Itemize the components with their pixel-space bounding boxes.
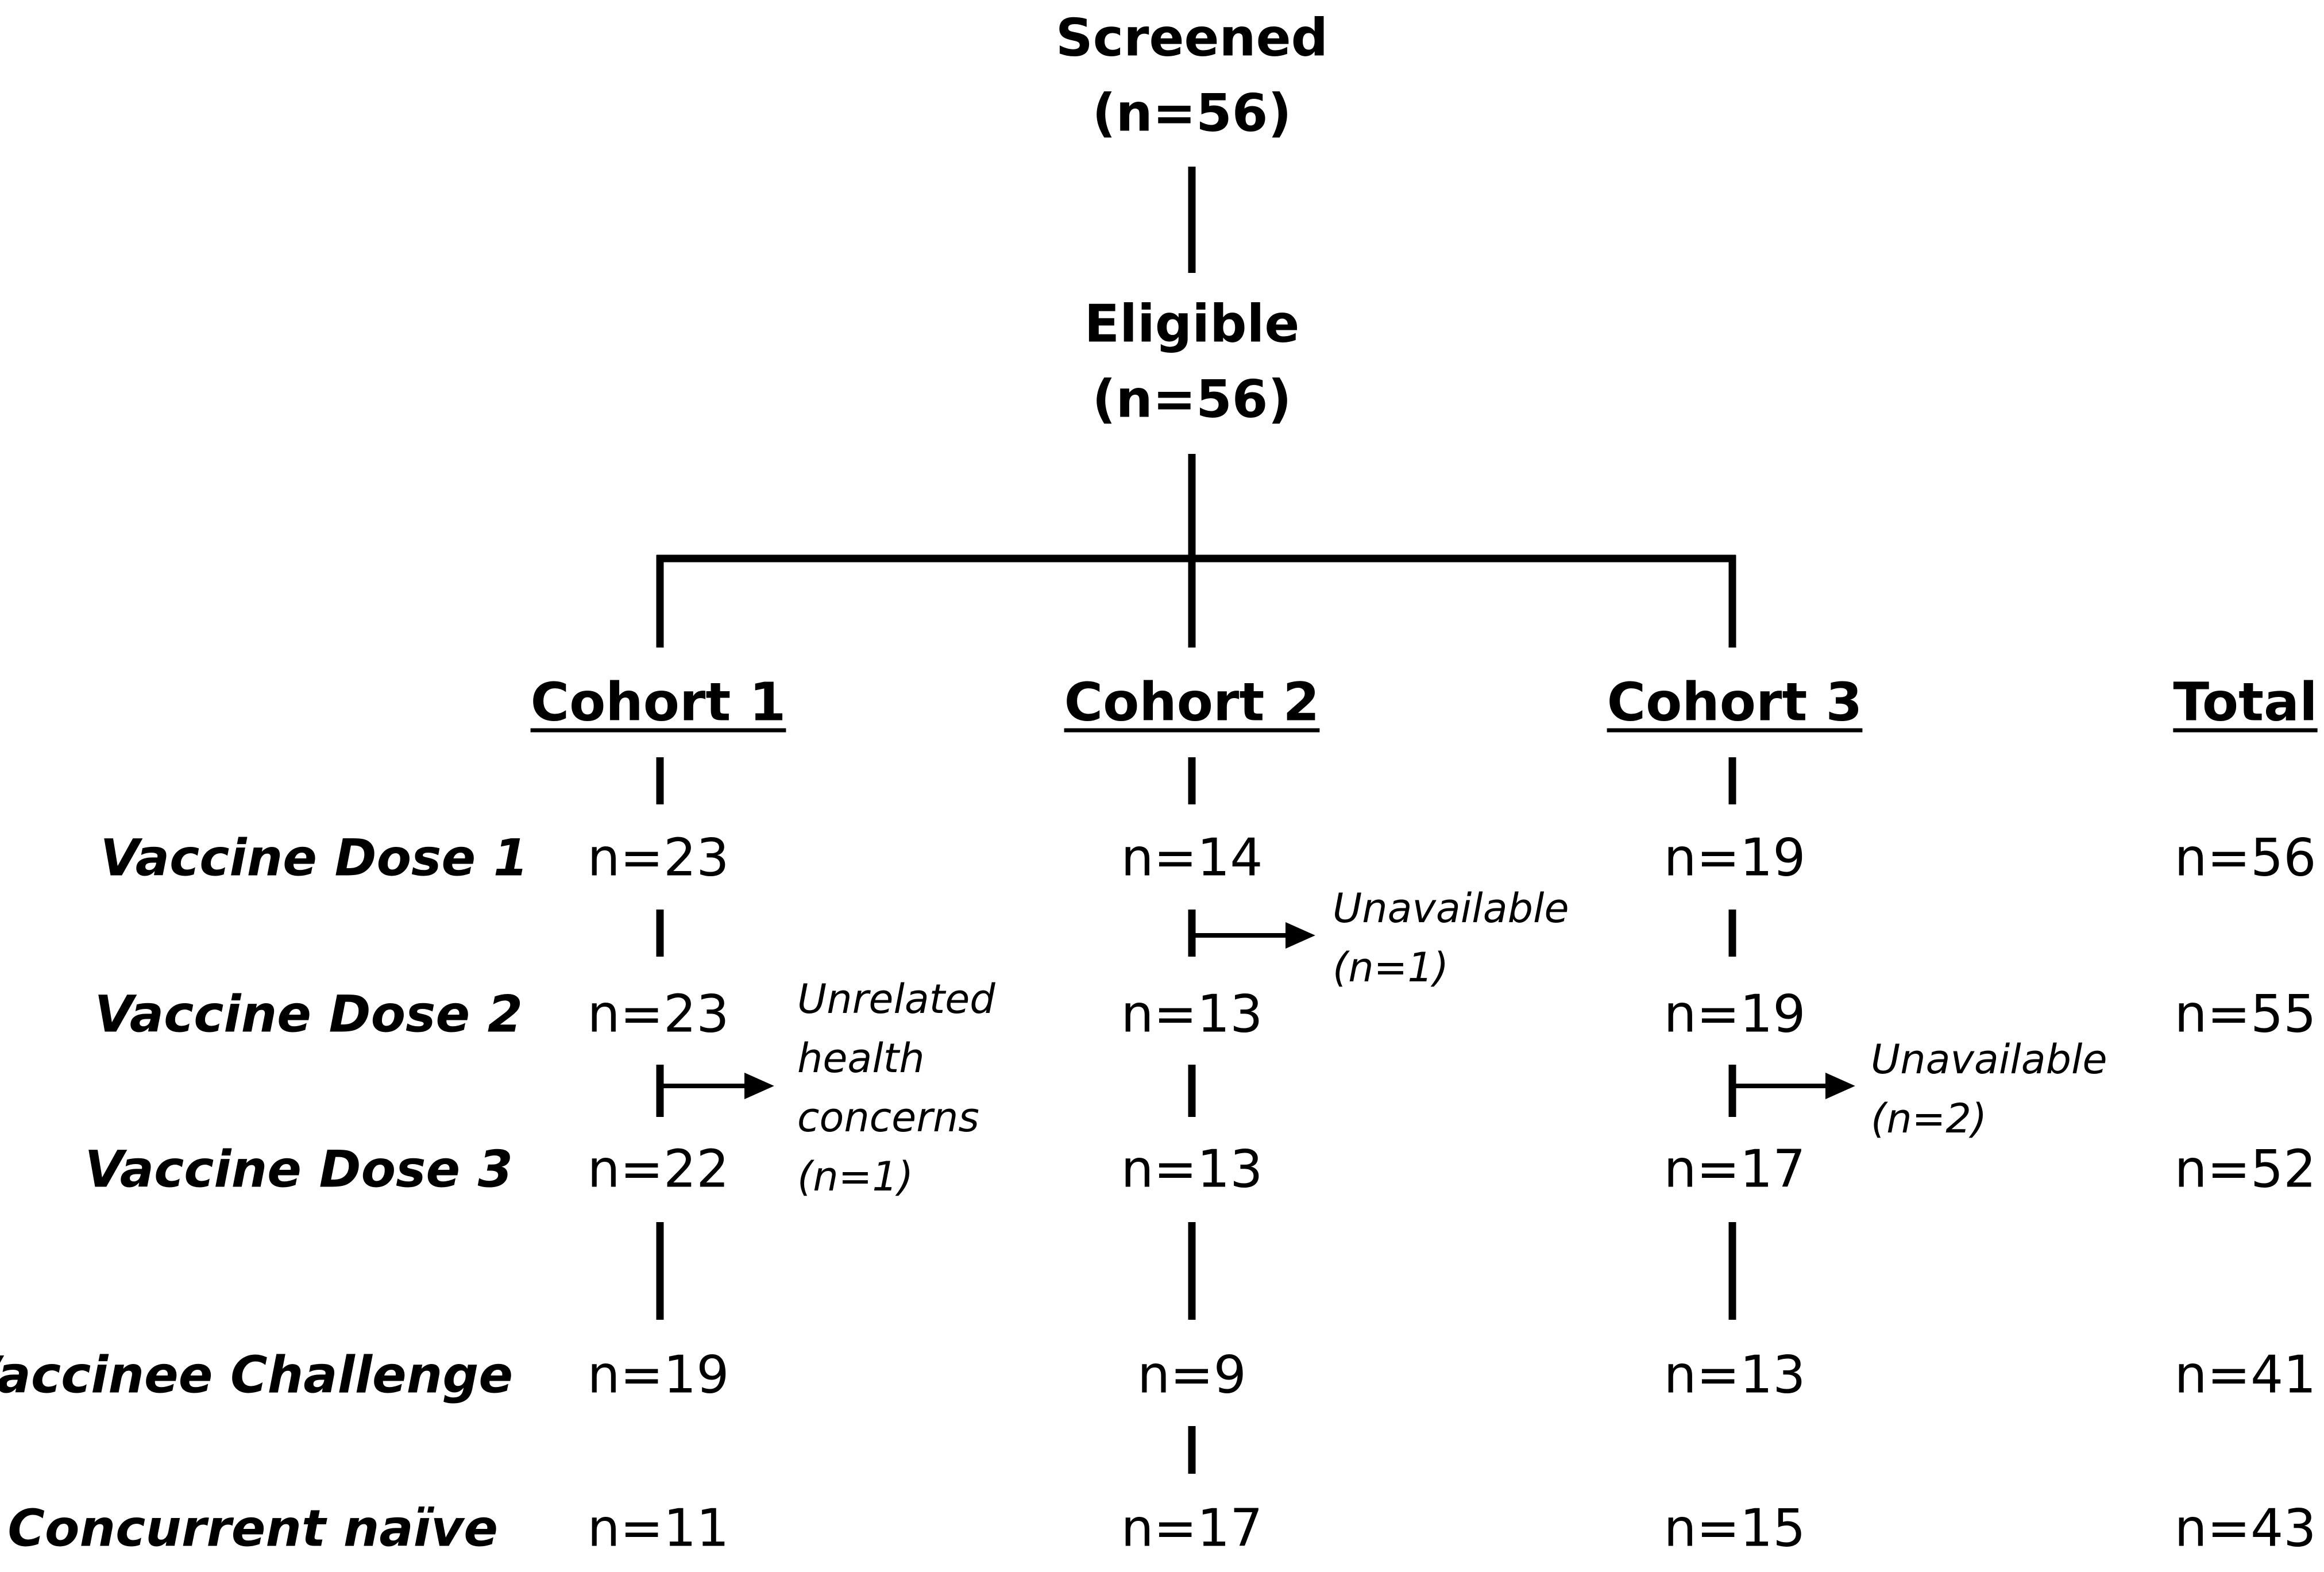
- row-label-dose-3: Vaccine Dose 3: [84, 1139, 513, 1199]
- value-challenge-cohort3: n=13: [1663, 1344, 1806, 1405]
- value-dose1-total: n=56: [2174, 827, 2317, 888]
- value-dose3-cohort3: n=17: [1663, 1139, 1806, 1200]
- screened-node: Screened (n=56): [1056, 1, 1328, 151]
- screened-count: (n=56): [1092, 83, 1292, 143]
- value-dose1-cohort3: n=19: [1663, 827, 1806, 888]
- value-challenge-total: n=41: [2174, 1344, 2317, 1405]
- row-label-challenge: Vaccinee Challenge: [0, 1345, 513, 1405]
- value-naive-cohort1: n=11: [587, 1498, 729, 1559]
- eligible-label: Eligible: [1084, 294, 1300, 355]
- row-label-dose-2: Vaccine Dose 2: [94, 984, 523, 1044]
- value-dose3-cohort2: n=13: [1121, 1139, 1263, 1200]
- value-dose2-cohort3: n=19: [1663, 984, 1806, 1045]
- value-dose3-total: n=52: [2174, 1139, 2317, 1200]
- exclusion-note-cohort3: Unavailable (n=2): [1871, 1030, 2107, 1149]
- value-dose3-cohort1: n=22: [587, 1139, 729, 1200]
- exclusion-note-line: concerns: [797, 1093, 979, 1141]
- exclusion-note-cohort2: Unavailable (n=1): [1333, 879, 1569, 997]
- column-header-cohort-3: Cohort 3: [1607, 671, 1863, 733]
- column-header-cohort-2: Cohort 2: [1064, 671, 1320, 733]
- value-dose1-cohort1: n=23: [587, 827, 729, 888]
- exclusion-note-cohort1: Unrelated health concerns (n=1): [797, 970, 995, 1207]
- value-dose2-cohort2: n=13: [1121, 984, 1263, 1045]
- value-naive-total: n=43: [2174, 1498, 2317, 1559]
- value-dose1-cohort2: n=14: [1121, 827, 1263, 888]
- value-naive-cohort2: n=17: [1121, 1498, 1263, 1559]
- exclusion-note-line: (n=1): [797, 1153, 914, 1200]
- exclusion-note-line: Unavailable: [1333, 885, 1569, 932]
- exclusion-note-line: (n=1): [1333, 943, 1449, 991]
- exclusion-note-line: Unavailable: [1871, 1036, 2107, 1083]
- row-label-naive: Concurrent naïve: [7, 1498, 498, 1558]
- eligible-count: (n=56): [1092, 369, 1292, 429]
- exclusion-note-line: Unrelated: [797, 976, 995, 1023]
- exclusion-note-line: (n=2): [1871, 1095, 1987, 1142]
- value-dose2-cohort1: n=23: [587, 984, 729, 1045]
- screened-label: Screened: [1055, 7, 1329, 68]
- row-label-dose-1: Vaccine Dose 1: [100, 828, 528, 888]
- eligible-node: Eligible (n=56): [1084, 287, 1300, 437]
- value-challenge-cohort1: n=19: [587, 1344, 729, 1405]
- value-challenge-cohort2: n=9: [1137, 1344, 1246, 1405]
- exclusion-note-line: health: [797, 1034, 925, 1082]
- value-naive-cohort3: n=15: [1663, 1498, 1806, 1559]
- column-header-cohort-1: Cohort 1: [530, 671, 786, 733]
- column-header-total: Total: [2173, 671, 2318, 733]
- value-dose2-total: n=55: [2174, 984, 2317, 1045]
